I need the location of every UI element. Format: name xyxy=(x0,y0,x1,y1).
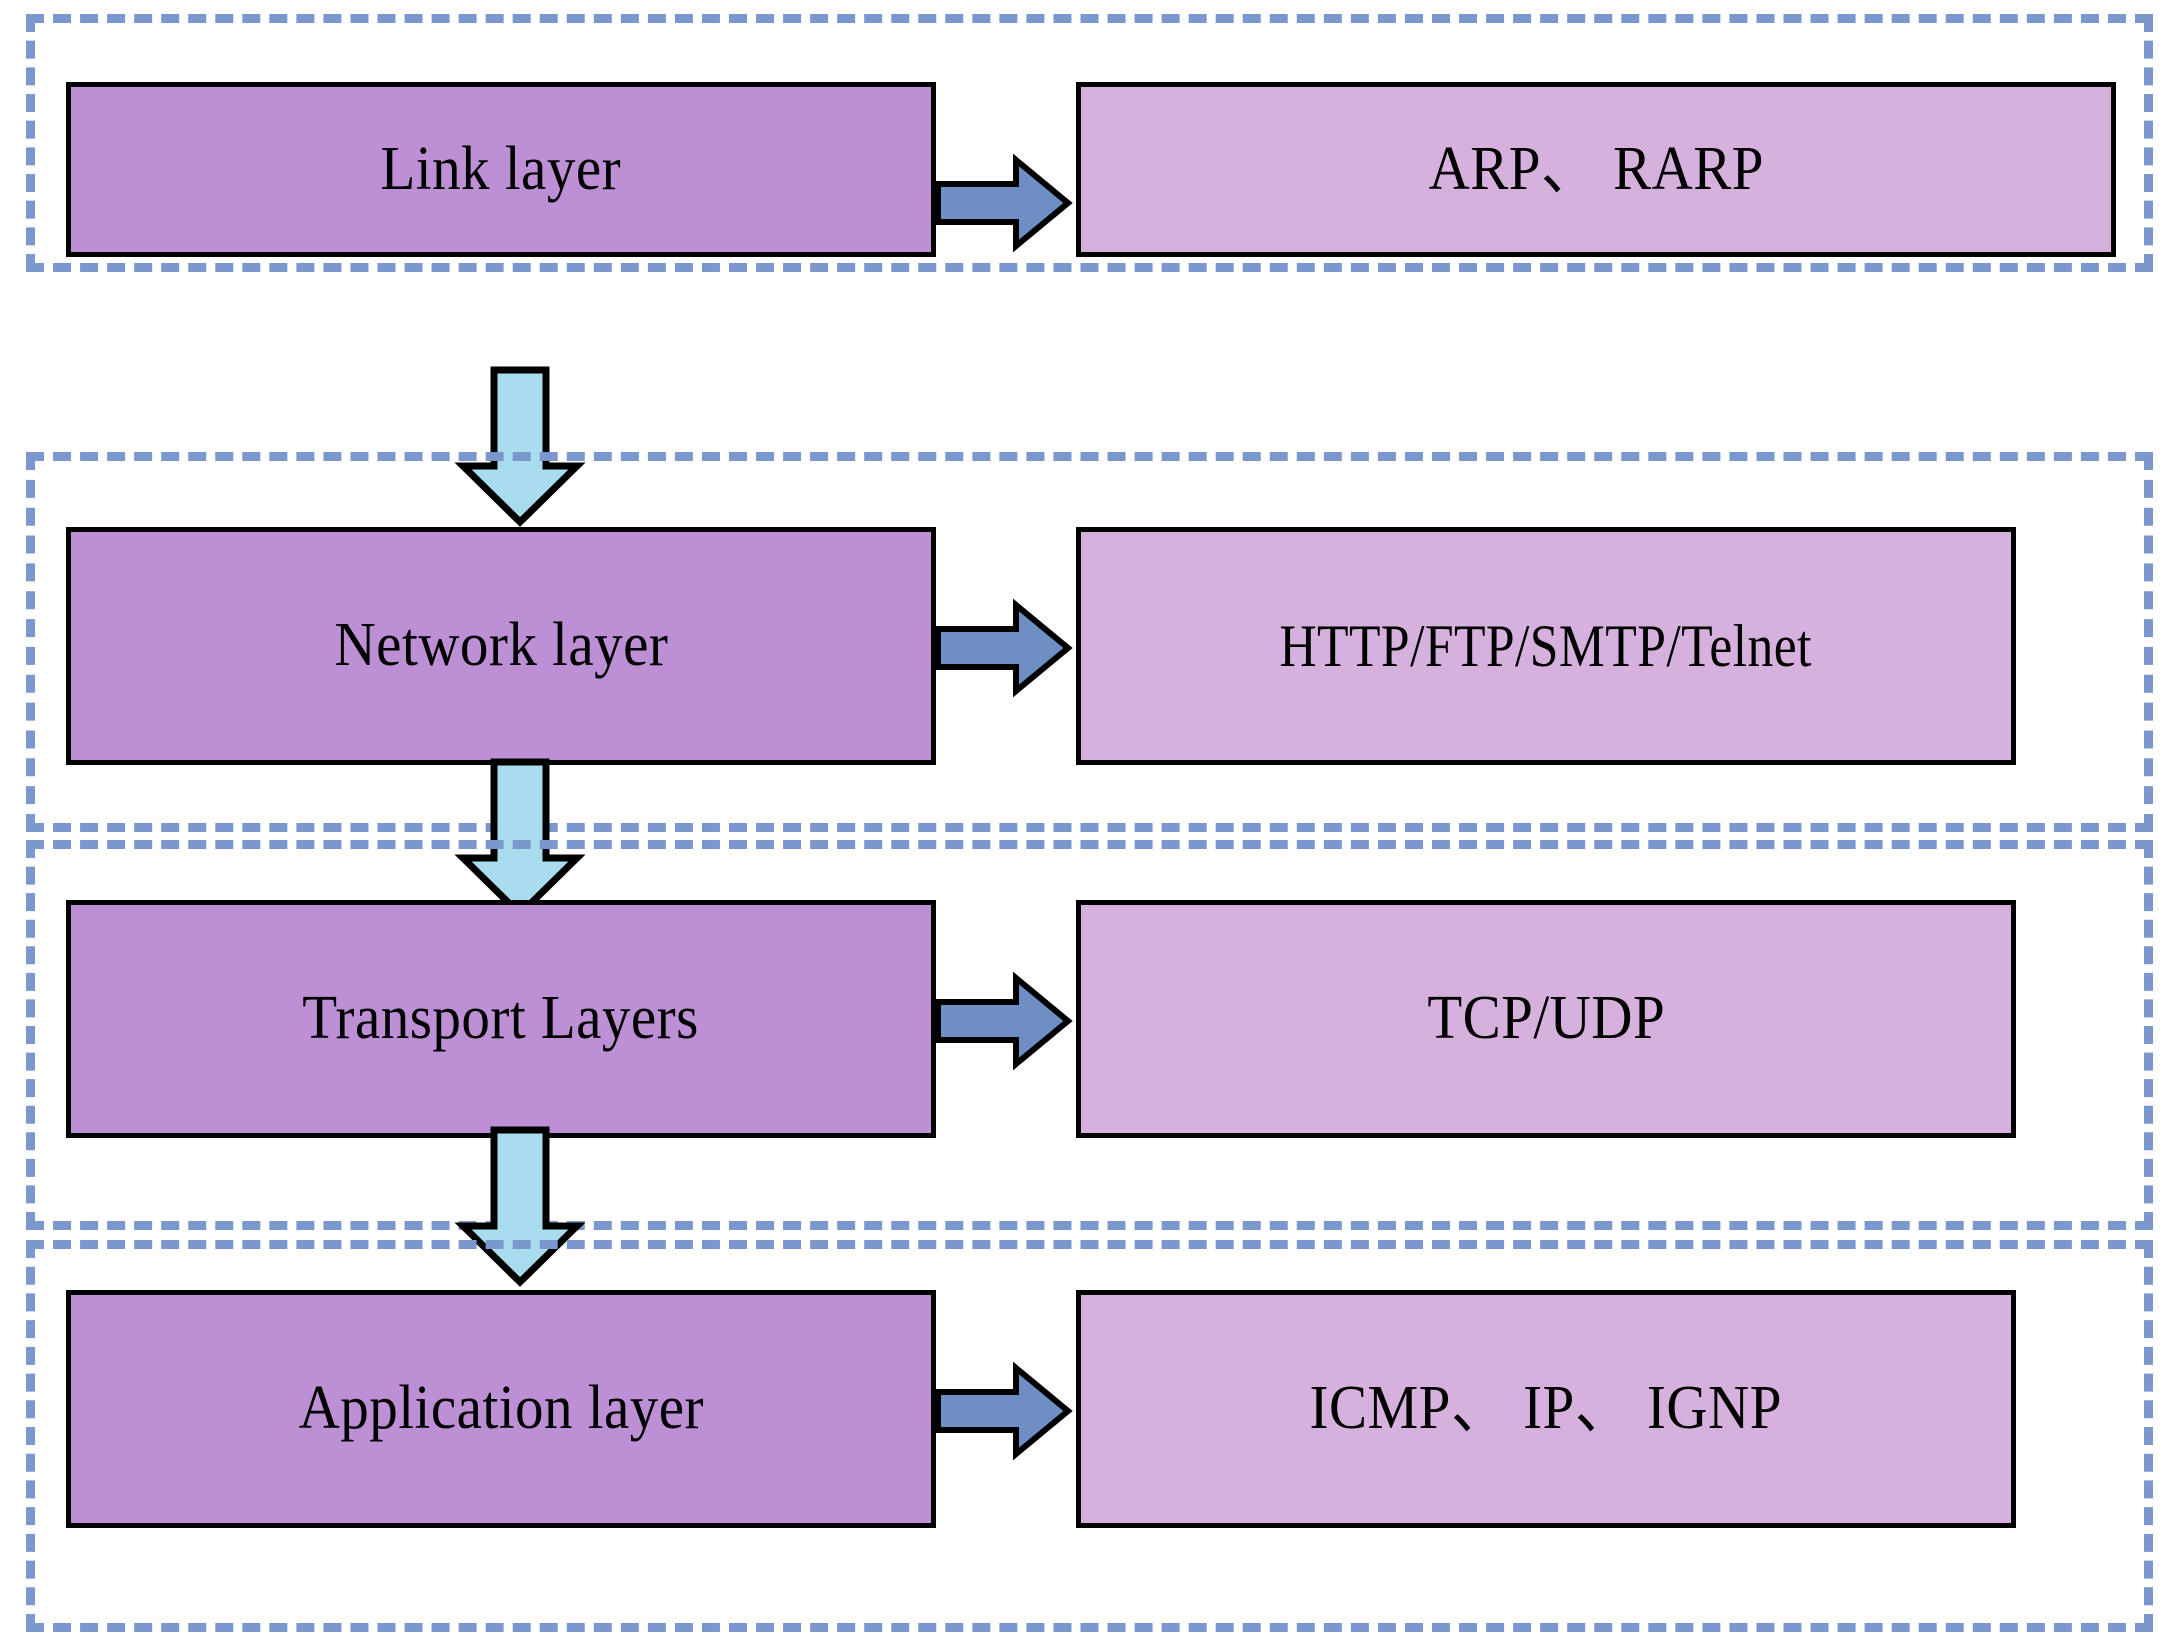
protocol-box-application[interactable]: ICMP、 IP、 IGNP xyxy=(1076,1290,2016,1528)
layer-box-application[interactable]: Application layer xyxy=(66,1290,936,1528)
layer-box-link[interactable]: Link layer xyxy=(66,82,936,257)
layer-group-transport xyxy=(26,840,2153,1230)
protocol-box-label: TCP/UDP xyxy=(1427,984,1665,1053)
layer-box-network[interactable]: Network layer xyxy=(66,527,936,765)
layer-group-network xyxy=(26,452,2153,832)
layer-box-label: Application layer xyxy=(298,1374,704,1443)
right-block-arrow-icon xyxy=(935,1361,1073,1461)
right-block-arrow-icon xyxy=(935,598,1073,698)
down-block-arrow-icon xyxy=(454,758,586,919)
protocol-box-label: HTTP/FTP/SMTP/Telnet xyxy=(1279,612,1813,679)
layer-box-transport[interactable]: Transport Layers xyxy=(66,900,936,1138)
layer-group-link xyxy=(26,14,2153,272)
protocol-box-label: ARP、 RARP xyxy=(1428,134,1764,203)
layer-box-label: Network layer xyxy=(334,611,668,680)
layer-box-label: Link layer xyxy=(380,134,622,203)
right-block-arrow-icon xyxy=(935,971,1073,1071)
protocol-box-network[interactable]: HTTP/FTP/SMTP/Telnet xyxy=(1076,527,2016,765)
down-block-arrow-icon xyxy=(454,366,586,527)
layer-box-label: Transport Layers xyxy=(302,984,700,1053)
protocol-box-label: ICMP、 IP、 IGNP xyxy=(1309,1374,1783,1443)
layer-group-application xyxy=(26,1240,2153,1632)
right-block-arrow-icon xyxy=(935,153,1073,253)
protocol-box-link[interactable]: ARP、 RARP xyxy=(1076,82,2116,257)
protocol-box-transport[interactable]: TCP/UDP xyxy=(1076,900,2016,1138)
